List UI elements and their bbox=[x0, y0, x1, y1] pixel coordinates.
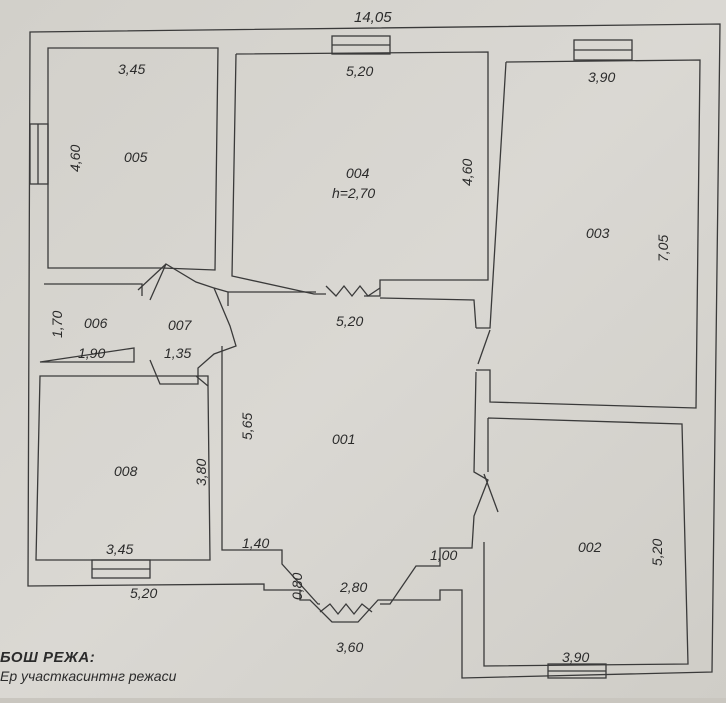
room-001-dim-bottom: 2,80 bbox=[339, 579, 367, 595]
room-003-dim-width: 3,90 bbox=[588, 69, 615, 85]
room-003-outline bbox=[476, 59, 701, 409]
room-005-dim-height: 4,60 bbox=[67, 145, 83, 172]
room-001-outline bbox=[221, 291, 489, 605]
room-002-label: 002 bbox=[578, 539, 602, 555]
legend: БОШ РЕЖА: Ер участкасинтнг режаси bbox=[0, 648, 300, 686]
door-002 bbox=[483, 473, 499, 513]
window-005 bbox=[29, 123, 49, 185]
room-001-dim-top: 5,20 bbox=[336, 313, 363, 329]
room-008-dim-width: 3,45 bbox=[106, 541, 133, 557]
window-002 bbox=[547, 663, 607, 679]
room-008-label: 008 bbox=[114, 463, 138, 479]
room-004-label: 004 bbox=[346, 165, 370, 181]
wall-segment bbox=[196, 375, 209, 386]
room-002-dim-width: 3,90 bbox=[562, 649, 589, 665]
overall-width-label: 14,05 bbox=[354, 9, 392, 26]
room-006-outline bbox=[39, 283, 143, 363]
room-004-dim-height: 4,60 bbox=[459, 159, 475, 186]
room-002-outline bbox=[483, 417, 689, 667]
room-007-outline bbox=[149, 263, 237, 385]
room-005-dim-width: 3,45 bbox=[118, 61, 145, 77]
room-005-outline bbox=[47, 47, 219, 271]
room-006-label: 006 bbox=[84, 315, 108, 331]
door-003 bbox=[477, 329, 491, 365]
room-001-dim-outer: 3,60 bbox=[336, 639, 363, 655]
outer-wall bbox=[27, 23, 721, 679]
room-003-dim-height: 7,05 bbox=[655, 235, 671, 262]
window-003 bbox=[573, 39, 633, 61]
legend-title: БОШ РЕЖА: bbox=[0, 649, 96, 666]
window-008 bbox=[91, 559, 151, 579]
room-008-outline bbox=[35, 375, 211, 561]
room-005-label: 005 bbox=[124, 149, 148, 165]
room-001-dim-step: 0,80 bbox=[289, 573, 305, 600]
legend-subtitle: Ер участкасинтнг режаси bbox=[0, 668, 177, 684]
room-004-dim-width: 5,20 bbox=[346, 63, 373, 79]
room-002-dim-height: 5,20 bbox=[649, 539, 665, 566]
room-004-outline bbox=[231, 51, 489, 297]
door-007 bbox=[137, 263, 167, 291]
room-001-label: 001 bbox=[332, 431, 355, 447]
room-001-dim-left: 5,65 bbox=[239, 413, 255, 440]
room-008-dim-outer: 5,20 bbox=[130, 585, 157, 601]
room-001-dim-bottom-left: 1,40 bbox=[242, 535, 269, 551]
wall-segment bbox=[213, 287, 229, 306]
room-006-dim-width: 1,90 bbox=[78, 345, 105, 361]
room-007-dim: 1,35 bbox=[164, 345, 191, 361]
window-004 bbox=[331, 35, 391, 55]
door-001 bbox=[319, 602, 373, 616]
room-004-height: h=2,70 bbox=[332, 185, 375, 201]
room-007-label: 007 bbox=[168, 317, 193, 333]
room-006-dim-height: 1,70 bbox=[49, 311, 65, 338]
room-001-dim-bottom-right: 1,00 bbox=[430, 547, 457, 563]
door-004 bbox=[325, 284, 381, 298]
room-003-label: 003 bbox=[586, 225, 610, 241]
room-008-dim-height: 3,80 bbox=[193, 459, 209, 486]
